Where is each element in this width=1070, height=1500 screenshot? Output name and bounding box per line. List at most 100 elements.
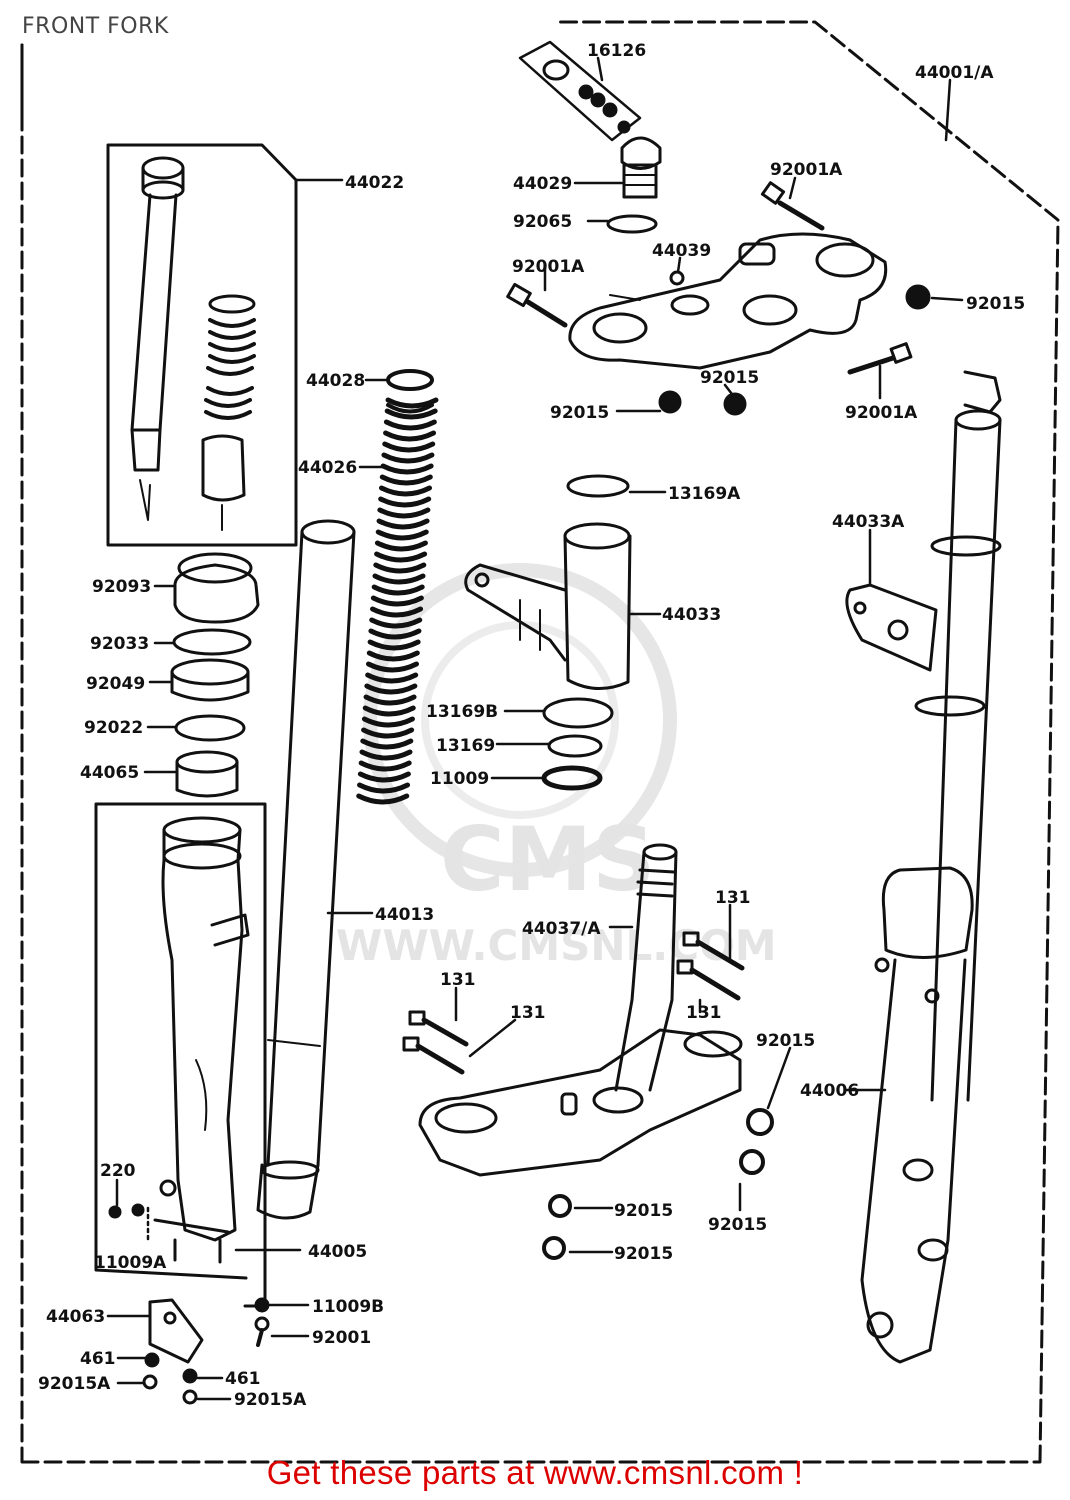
spring-coil-25 [365, 672, 419, 684]
part-44065-bushing [175, 750, 239, 798]
spring-coil-3 [383, 430, 437, 442]
label-92015-b2: 92015 [614, 1201, 673, 1221]
label-92015-b4: 92015 [614, 1244, 673, 1264]
part-131-bolt-d [402, 1036, 465, 1075]
part-131-bolt-c [408, 1010, 469, 1047]
part-44063-axle-clamp [148, 1298, 204, 1364]
part-16126-cap [542, 59, 570, 81]
spring-coil-10 [377, 507, 431, 519]
label-44013: 44013 [375, 905, 434, 925]
label-461-a: 461 [80, 1349, 116, 1369]
part-16126-ball [578, 84, 594, 100]
part-16126-ball-3 [602, 102, 618, 118]
label-44026: 44026 [298, 458, 357, 478]
part-92015-nut-b1 [746, 1108, 774, 1136]
part-44005-outer-tube [153, 816, 250, 1264]
part-92015-nut-left [658, 390, 682, 414]
part-92015-nut-mid [723, 392, 747, 416]
label-44065: 44065 [80, 763, 139, 783]
label-44022: 44022 [345, 173, 404, 193]
footer-link-text[interactable]: Get these parts at www.cmsnl.com ! [266, 1454, 804, 1491]
label-92015-right: 92015 [966, 294, 1025, 314]
part-461-nut-a [144, 1352, 160, 1368]
spring-coils [356, 397, 439, 805]
spring-coil-30 [361, 727, 415, 739]
spring-coil-32 [359, 749, 413, 761]
group-box-44022 [106, 143, 298, 547]
part-92015A-nut-b [182, 1389, 198, 1405]
part-92065-oring [606, 214, 658, 234]
part-11009B-washer [254, 1297, 270, 1313]
part-44022-damper-rod [130, 156, 185, 521]
label-92001A-left: 92001A [512, 257, 585, 277]
part-92015-nut-right [905, 284, 931, 310]
label-44001A: 44001/A [915, 63, 994, 83]
spring-coil-13 [374, 540, 428, 552]
part-131-bolt-b [676, 959, 741, 1001]
part-220-screw [108, 1205, 122, 1219]
label-44039: 44039 [652, 241, 711, 261]
spring-coil-1 [384, 408, 438, 420]
label-44028: 44028 [306, 371, 365, 391]
watermark-brand: CMS [440, 808, 656, 911]
part-44037A-steering-stem [418, 843, 743, 1177]
part-92001A-bolt-low [847, 342, 913, 375]
spring-coil-23 [366, 650, 420, 662]
spring-coil-6 [380, 463, 434, 475]
spring-coil-17 [371, 584, 425, 596]
part-92049-oil-seal [170, 658, 250, 702]
part-44039-upper-clamp [568, 232, 888, 370]
label-44005: 44005 [308, 1242, 367, 1262]
label-92001A-top: 92001A [770, 160, 843, 180]
part-92015-nut-b3 [548, 1194, 572, 1218]
part-92001-bolt [254, 1316, 270, 1347]
part-92015-nut-b2 [739, 1149, 765, 1175]
label-461-b: 461 [225, 1369, 261, 1389]
spring-coil-22 [367, 639, 421, 651]
label-92001: 92001 [312, 1328, 371, 1348]
spring-coil-21 [368, 628, 422, 640]
part-44022-piston-spring [201, 294, 256, 531]
spring-coil-27 [363, 694, 417, 706]
part-44013-inner-tube [256, 519, 356, 1220]
label-44006: 44006 [800, 1081, 859, 1101]
label-92015-left: 92015 [550, 403, 609, 423]
part-92015A-nut-a [142, 1374, 158, 1390]
part-92001A-bolt-left [506, 282, 568, 328]
label-44029: 44029 [513, 174, 572, 194]
spring-coil-15 [373, 562, 427, 574]
part-92093-dust-seal [173, 552, 260, 624]
part-92033-clip [172, 628, 252, 656]
label-131-c: 131 [510, 1003, 546, 1023]
spring-coil-7 [379, 474, 433, 486]
label-44033: 44033 [662, 605, 721, 625]
part-16126-ball-2 [590, 92, 606, 108]
spring-coil-18 [370, 595, 424, 607]
spring-coil-8 [378, 485, 432, 497]
part-13169B-seal [542, 697, 614, 729]
label-92015-b1: 92015 [756, 1031, 815, 1051]
part-13169-ring [547, 734, 603, 758]
label-220: 220 [100, 1161, 136, 1181]
label-92015A-b: 92015A [234, 1390, 307, 1410]
spring-coil-5 [381, 452, 435, 464]
spring-coil-31 [360, 738, 414, 750]
part-131-bolt-a [682, 931, 745, 971]
group-box-16126 [518, 40, 642, 142]
part-44029 [620, 136, 662, 199]
spring-coil-20 [369, 617, 423, 629]
part-labels: 16126 44001/A 44029 92001A 92065 44039 9… [38, 41, 1025, 1410]
spring-coil-36 [356, 793, 410, 805]
spring-coil-26 [364, 683, 418, 695]
part-11009A-gasket [131, 1203, 145, 1217]
label-92015-b3: 92015 [708, 1215, 767, 1235]
part-16126-ball-4 [617, 120, 631, 134]
spring-coil-19 [370, 606, 424, 618]
spring-coil-12 [375, 529, 429, 541]
spring-coil-29 [361, 716, 415, 728]
label-13169: 13169 [436, 736, 495, 756]
label-92033: 92033 [90, 634, 149, 654]
part-461-nut-b [182, 1368, 198, 1384]
label-131-d: 131 [686, 1003, 722, 1023]
